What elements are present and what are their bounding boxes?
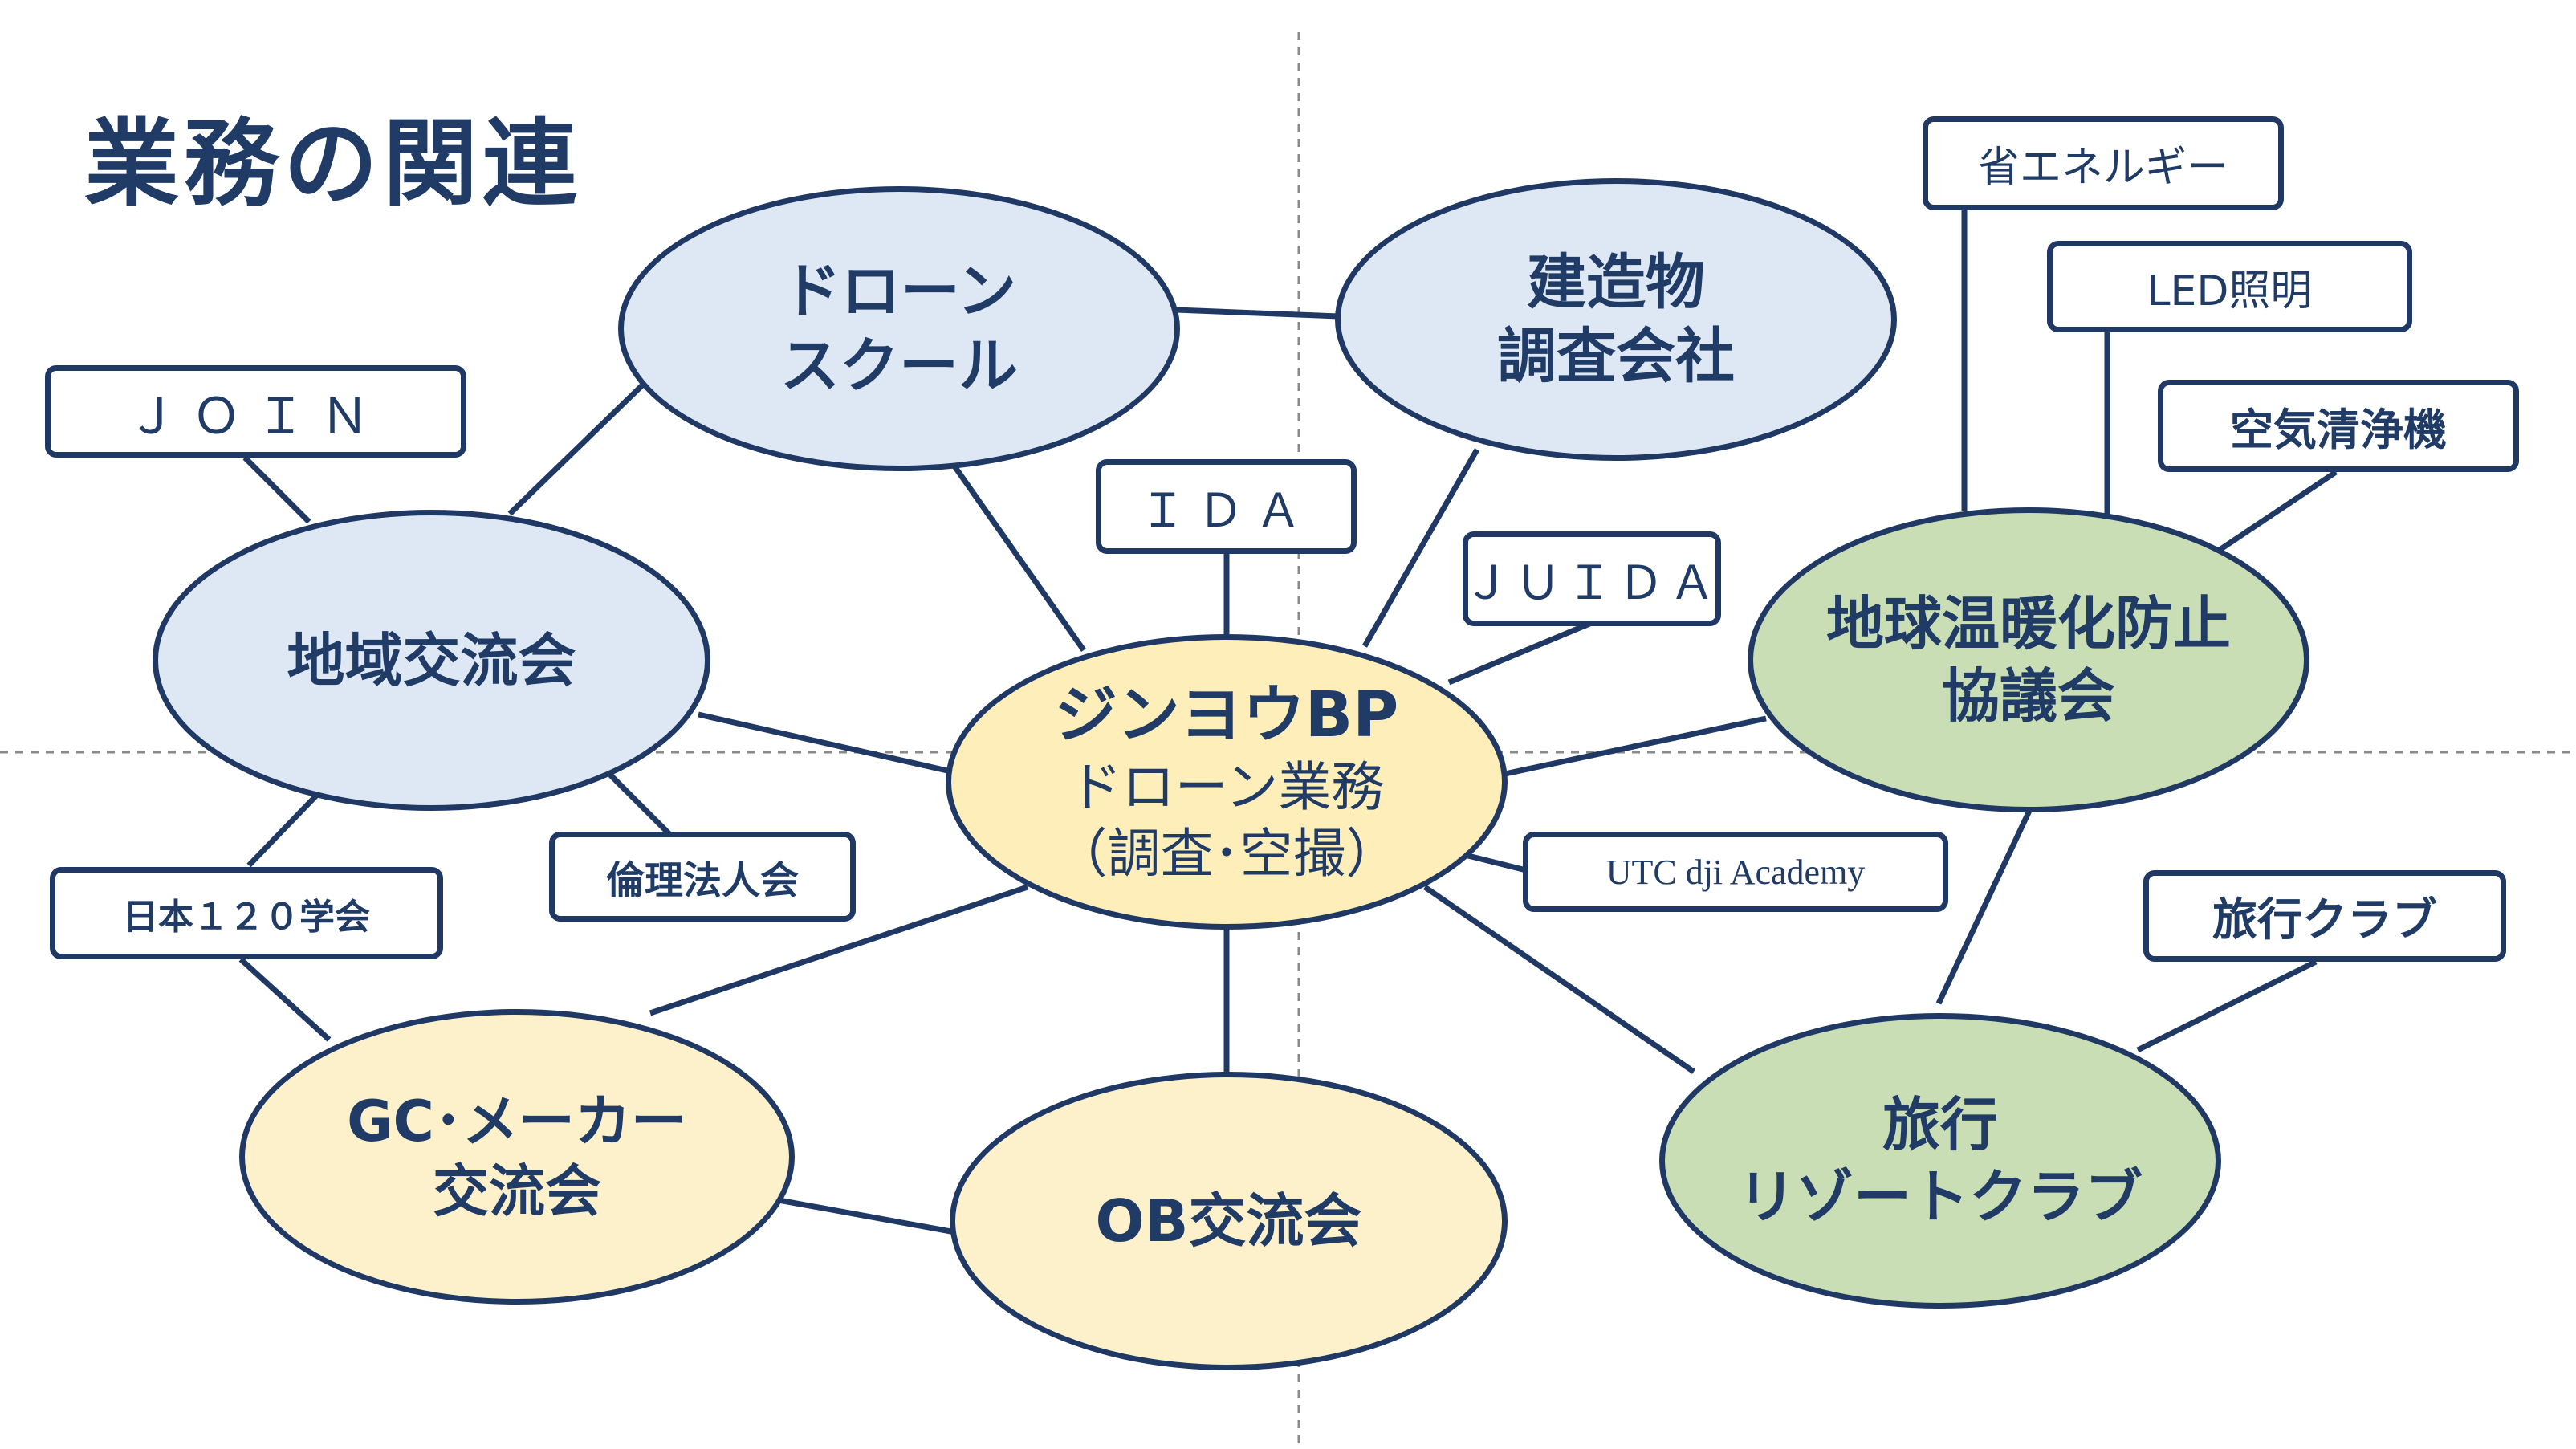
box-join-label: ＪＯＩＮ [127, 386, 385, 446]
box-nihon120-label: 日本１２０学会 [123, 896, 370, 938]
node-global-warming-line1: 地球温暖化防止 [1825, 590, 2231, 657]
node-travel-resort: 旅行 リゾートクラブ [1659, 1013, 2221, 1309]
box-juida: ＪＵＩＤＡ [1463, 531, 1721, 626]
box-ethics-label: 倫理法人会 [605, 858, 799, 903]
connector-center-gc-maker [649, 884, 1029, 1016]
node-gc-maker-line2: 交流会 [432, 1158, 601, 1224]
connector-regional-gc-maker [246, 792, 319, 868]
node-building-survey-line2: 調査会社 [1497, 322, 1735, 391]
connector-nihon120-gc-maker [238, 957, 332, 1042]
node-center: ジンヨウBP ドローン業務 （調査･空撮） [946, 634, 1508, 930]
connector-center-drone-school [949, 459, 1086, 653]
connector-travel-club-resort [2136, 959, 2318, 1053]
node-travel-resort-line1: 旅行 [1882, 1091, 1998, 1158]
connector-global-warming-travel-resort [1935, 809, 2033, 1005]
connector-center-global-warming [1500, 715, 1767, 778]
box-energy: 省エネルギー [1923, 116, 2284, 210]
box-utc-label: UTC dji Academy [1605, 852, 1866, 892]
node-ob-exchange-label: OB交流会 [1095, 1187, 1362, 1255]
connector-regional-join [242, 455, 311, 524]
node-drone-school: ドローン スクール [618, 186, 1180, 471]
box-ida-label: ＩＤＡ [1139, 483, 1313, 538]
box-travel-club-label: 旅行クラブ [2212, 893, 2437, 946]
page-title: 業務の関連 [84, 108, 583, 219]
node-global-warming-line2: 協議会 [1941, 662, 2115, 730]
box-juida-label: ＪＵＩＤＡ [1463, 556, 1721, 610]
box-travel-club: 旅行クラブ [2143, 870, 2506, 962]
box-air-label: 空気清浄機 [2230, 405, 2447, 455]
node-building-survey-line1: 建造物 [1527, 247, 1705, 317]
connector-center-travel-resort [1423, 885, 1695, 1074]
box-join: ＪＯＩＮ [45, 365, 466, 458]
center-line3: （調査･空撮） [1054, 822, 1399, 885]
box-led: LED照明 [2047, 241, 2412, 332]
connector-center-building-survey [1361, 448, 1480, 648]
center-line2: ドローン業務 [1068, 756, 1385, 819]
connector-gc-maker-ob [778, 1197, 956, 1235]
box-energy-label: 省エネルギー [1977, 144, 2228, 192]
node-ob-exchange: OB交流会 [950, 1072, 1508, 1370]
connector-global-warming-air [2218, 470, 2338, 552]
node-gc-maker: GC･メーカー 交流会 [239, 1009, 795, 1305]
box-led-label: LED照明 [2147, 267, 2313, 315]
node-building-survey: 建造物 調査会社 [1335, 178, 1897, 461]
node-global-warming: 地球温暖化防止 協議会 [1748, 507, 2309, 812]
connector-regional-ethics [608, 772, 673, 837]
node-travel-resort-line2: リゾートクラブ [1737, 1163, 2143, 1231]
node-drone-school-line1: ドローン [781, 257, 1017, 326]
center-name: ジンヨウBP [1054, 678, 1399, 751]
box-nihon120: 日本１２０学会 [50, 867, 443, 959]
node-gc-maker-line1: GC･メーカー [347, 1088, 687, 1154]
box-ida: ＩＤＡ [1096, 459, 1357, 554]
connector-center-utc [1464, 852, 1530, 874]
connector-center-regional [698, 711, 948, 774]
connector-drone-school-building [1175, 307, 1340, 320]
node-drone-school-line2: スクール [780, 331, 1018, 401]
node-regional-exchange-label: 地域交流会 [287, 626, 576, 694]
connector-drone-school-regional [507, 383, 645, 516]
node-regional-exchange: 地域交流会 [153, 510, 710, 811]
connector-center-juida [1447, 619, 1595, 686]
box-ethics: 倫理法人会 [549, 832, 856, 922]
box-utc: UTC dji Academy [1523, 832, 1948, 912]
box-air: 空気清浄機 [2158, 380, 2519, 472]
